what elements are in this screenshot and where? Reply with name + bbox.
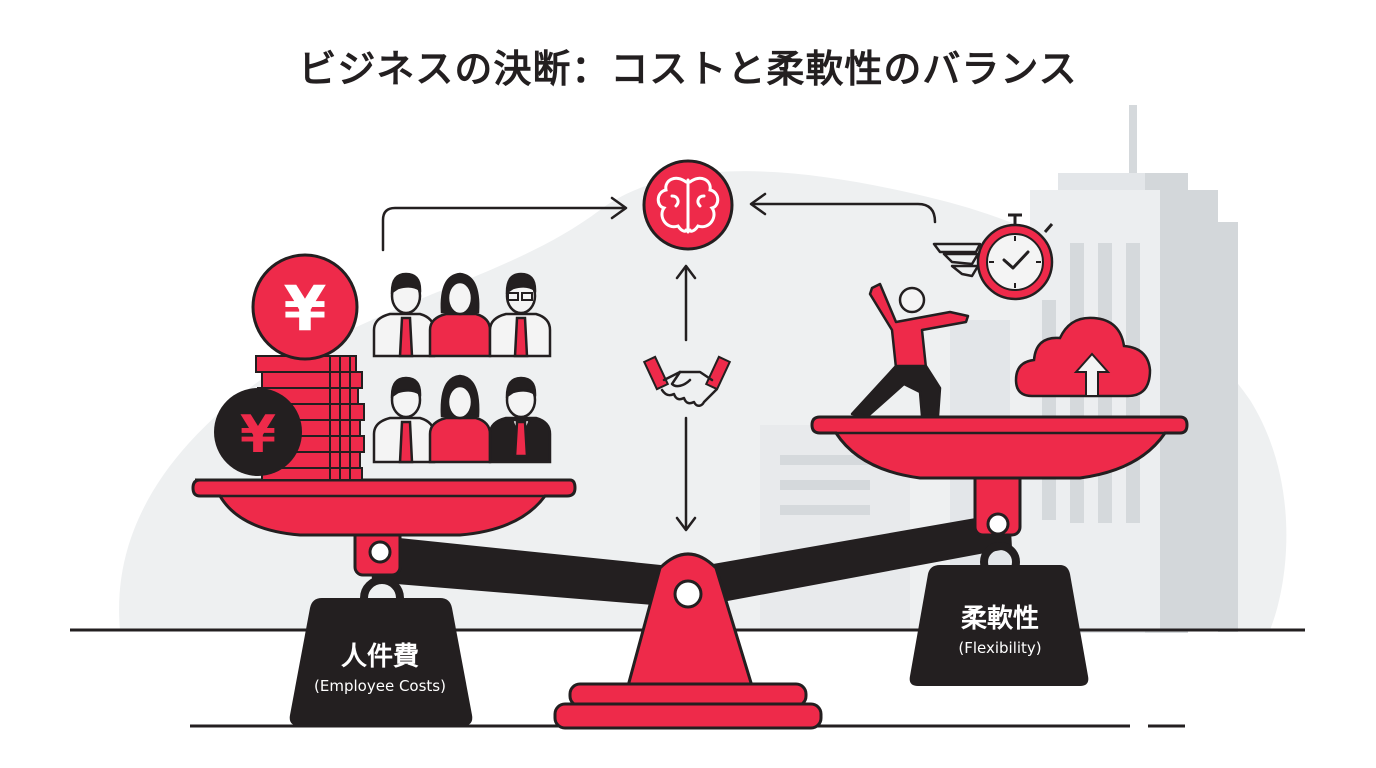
flexibility-en: (Flexibility) (958, 639, 1042, 657)
flexible-person-icon (850, 282, 970, 418)
flexibility-label: 柔軟性 (Flexibility) (920, 598, 1080, 657)
employees-group-icon (372, 272, 552, 464)
winged-stopwatch-icon (932, 213, 1054, 301)
svg-text:¥: ¥ (240, 405, 276, 465)
brain-icon (642, 159, 734, 251)
right-weight (909, 542, 1089, 686)
right-pan (810, 415, 1189, 537)
scale-beam (370, 512, 1012, 608)
flow-arrows (381, 192, 937, 532)
left-pan (191, 478, 577, 577)
cloud-upload-icon (1014, 316, 1152, 398)
employee-costs-jp: 人件費 (340, 642, 419, 672)
left-weight (289, 576, 473, 726)
employee-costs-label: 人件費 (Employee Costs) (300, 636, 460, 695)
yen-coin-dark-icon: ¥ (214, 388, 302, 476)
employee-costs-en: (Employee Costs) (314, 677, 446, 695)
flexibility-jp: 柔軟性 (960, 604, 1039, 634)
fulcrum-icon (553, 552, 823, 730)
yen-coin-large-icon: ¥ (251, 253, 359, 361)
svg-text:¥: ¥ (283, 272, 326, 345)
page-title: ビジネスの決断：コストと柔軟性のバランス (298, 47, 1078, 91)
handshake-icon (642, 355, 732, 407)
